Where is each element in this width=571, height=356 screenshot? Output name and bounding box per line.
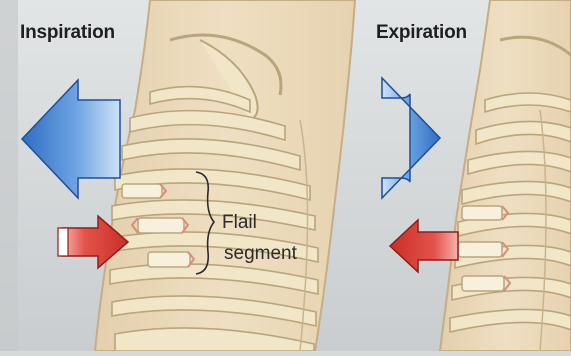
flail-fragments-right <box>458 206 510 291</box>
panel-title-inspiration: Inspiration <box>20 22 115 44</box>
flail-label-line1: Flail <box>222 212 257 234</box>
flail-label-line2: segment <box>224 243 297 265</box>
left-edge <box>0 0 18 351</box>
arrow-tail <box>58 228 68 256</box>
panel-title-expiration: Expiration <box>376 22 467 44</box>
